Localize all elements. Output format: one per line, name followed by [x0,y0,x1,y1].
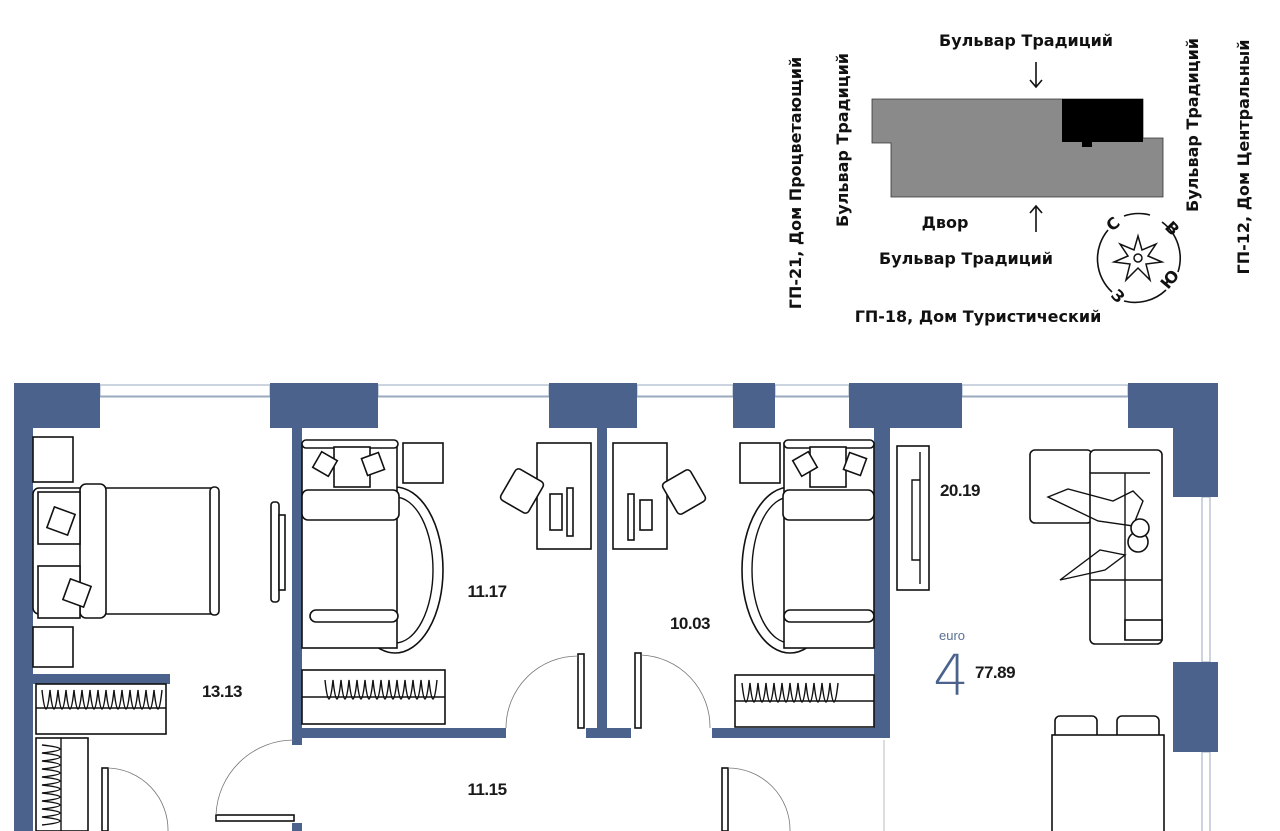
room-area-hallway: 11.15 [467,780,506,799]
apartment-location-notch [1082,141,1092,147]
compass-icon: С В Ю З [1096,212,1183,307]
key-plan: Бульвар Традиций Двор Бульвар Традиций Г… [786,31,1253,326]
desk-with-chair [499,442,592,550]
neighbor-label-bottom: ГП-18, Дом Туристический [855,307,1102,326]
arrow-up-icon [1029,204,1043,232]
room-area-bedroom-1: 13.13 [202,682,242,701]
dining-table-with-chairs [1051,715,1165,831]
tv-stand [270,501,286,603]
wardrobe [301,669,446,725]
street-label-right: Бульвар Традиций [1183,38,1202,212]
apartment-location-marker [1062,99,1143,142]
room-area-living: 20.19 [940,481,980,500]
corner-sofa [1029,449,1163,645]
room-area-bedroom-2: 11.17 [467,582,506,601]
compass-east: В [1161,217,1183,239]
single-bed-with-rug [739,439,875,654]
room-area-bedroom-3: 10.03 [670,614,710,633]
rooms-count: 4 [933,644,969,709]
courtyard-label: Двор [922,213,969,232]
total-area: 77.89 [975,663,1015,682]
street-label-top: Бульвар Традиций [939,31,1113,50]
desk-with-chair [612,442,707,550]
street-label-bottom: Бульвар Традиций [879,249,1053,268]
floor-plan: 13.13 11.17 [14,383,1218,831]
apartment-type-label: euro [939,628,965,643]
neighbor-label-left: ГП-21, Дом Процветающий [786,57,805,309]
wardrobe [35,683,167,831]
street-label-left: Бульвар Традиций [833,53,852,227]
compass-west: З [1107,285,1128,306]
tv-unit [896,445,930,591]
doors [101,652,791,831]
single-bed-with-rug [301,439,444,654]
walls [14,383,1218,831]
double-bed [32,436,220,668]
neighbor-label-right: ГП-12, Дом Центральный [1234,40,1253,275]
wardrobe [734,674,875,728]
compass-north: С [1102,213,1123,235]
arrow-down-icon [1029,62,1043,89]
people-on-sofa [1046,488,1150,581]
